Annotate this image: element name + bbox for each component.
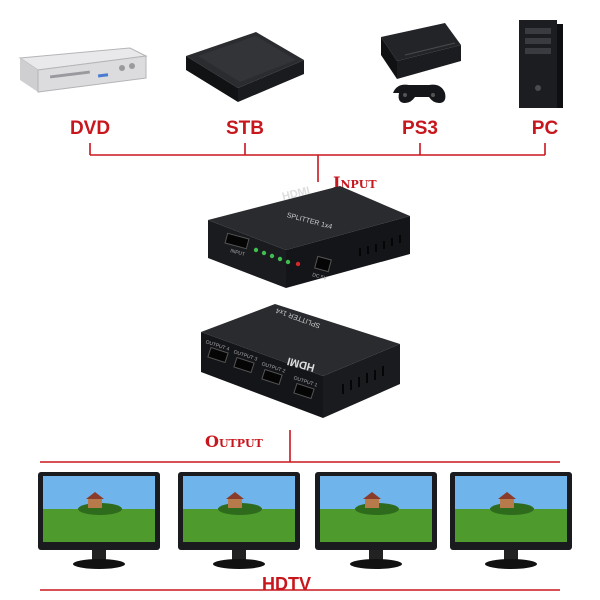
- source-label-dvd: DVD: [69, 118, 111, 139]
- splitter-front: HDMI SPLITTER 1x4 INPUT DC 5V: [200, 178, 415, 300]
- game-console-icon: [375, 15, 470, 110]
- source-label-pc: PC: [531, 118, 559, 139]
- set-top-box-icon: [178, 22, 308, 102]
- output-label: Output: [205, 432, 263, 451]
- monitor-3: [315, 472, 437, 572]
- monitor-2: [178, 472, 300, 572]
- hdtv-label: HDTV: [262, 574, 311, 594]
- pc-tower-icon: [515, 18, 565, 110]
- monitor-1: [38, 472, 160, 572]
- source-label-stb: STB: [226, 118, 264, 139]
- monitor-4: [450, 472, 572, 572]
- source-label-ps3: PS3: [402, 118, 438, 139]
- splitter-back: SPLITTER 1x4 HDMI OUTPUT 4 OUTPUT 3 OUTP…: [195, 300, 405, 425]
- dvd-player-icon: [10, 40, 150, 95]
- input-label: Input: [333, 173, 377, 192]
